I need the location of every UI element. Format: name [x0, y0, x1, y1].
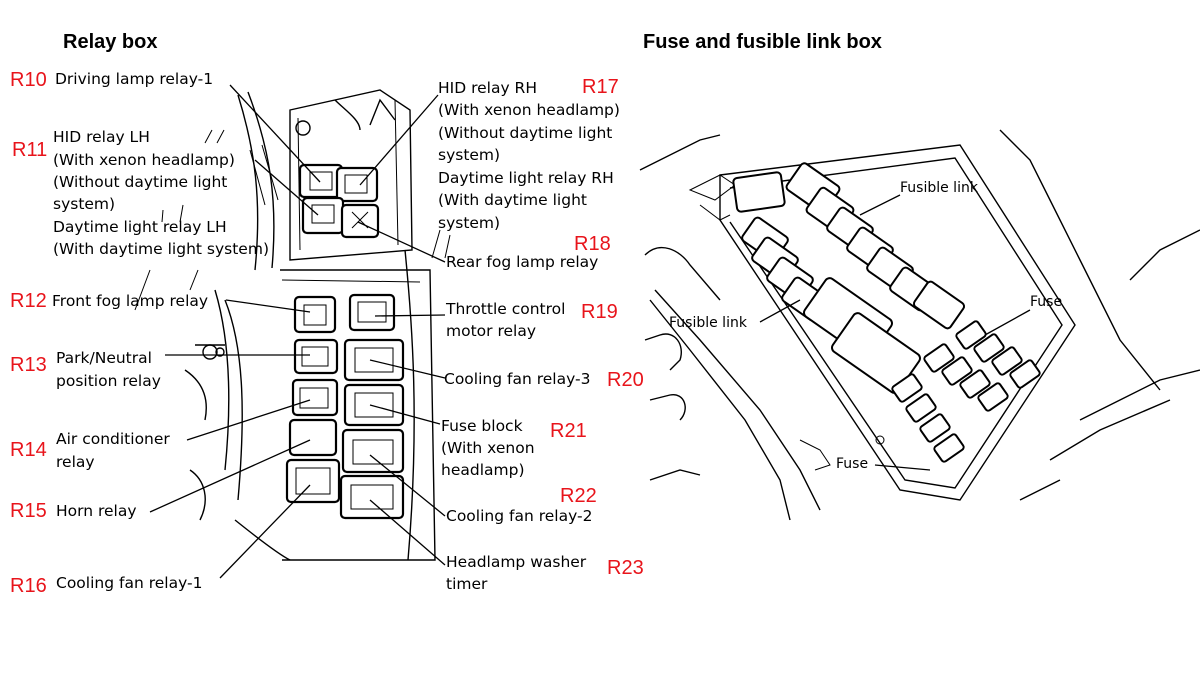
code-r23: R23 — [607, 557, 644, 579]
label-daytime-light-relay-lh: Daytime light relay LH — [53, 218, 227, 236]
code-r22: R22 — [560, 485, 597, 507]
label-daytime-rh-line3: system) — [438, 214, 500, 232]
label-fuse-block: Fuse block — [441, 417, 523, 435]
code-r17: R17 — [582, 76, 619, 98]
label-throttle-control: Throttle control — [445, 300, 565, 318]
label-daytime-light-relay-rh: Daytime light relay RH — [438, 169, 614, 187]
label-cooling-fan-relay-3: Cooling fan relay-3 — [444, 370, 590, 388]
label-horn-relay: Horn relay — [56, 502, 137, 520]
fuse-labels: Fusible link Fuse Fusible link Fuse — [669, 180, 1062, 472]
label-hid-relay-rh: HID relay RH — [438, 79, 537, 97]
label-hid-rh-line4: system) — [438, 146, 500, 164]
label-front-fog-lamp-relay: Front fog lamp relay — [52, 292, 208, 310]
label-driving-lamp-relay-1: Driving lamp relay-1 — [55, 70, 213, 88]
label-hid-lh-line2: (With xenon headlamp) — [53, 151, 235, 169]
label-cooling-fan-relay-2: Cooling fan relay-2 — [446, 507, 592, 525]
code-r14: R14 — [10, 439, 47, 461]
label-fuse-block-line2: (With xenon — [441, 439, 535, 457]
label-hid-rh-line2: (With xenon headlamp) — [438, 101, 620, 119]
label-air-conditioner-relay: relay — [56, 453, 95, 471]
label-timer: timer — [446, 575, 488, 593]
code-r15: R15 — [10, 500, 47, 522]
relay-leader-lines — [149, 84, 446, 579]
code-r19: R19 — [581, 301, 618, 323]
label-position-relay: position relay — [56, 372, 161, 390]
label-rear-fog-lamp-relay: Rear fog lamp relay — [446, 253, 598, 271]
label-fuse-right: Fuse — [1030, 294, 1062, 310]
label-air-conditioner: Air conditioner — [56, 430, 170, 448]
relay-box-title: Relay box — [63, 31, 157, 53]
label-fusible-link-left: Fusible link — [669, 315, 748, 331]
code-r21: R21 — [550, 420, 587, 442]
label-hid-lh-line4: system) — [53, 195, 115, 213]
code-r18: R18 — [574, 233, 611, 255]
label-cooling-fan-relay-1: Cooling fan relay-1 — [56, 574, 202, 592]
label-daytime-lh-line2: (With daytime light system) — [53, 240, 269, 258]
fuse-leader-lines — [759, 194, 1031, 471]
label-headlamp-washer: Headlamp washer — [446, 553, 587, 571]
relay-labels: R10 Driving lamp relay-1 R11 HID relay L… — [10, 69, 644, 597]
label-fuse-bottom: Fuse — [836, 456, 868, 472]
code-r16: R16 — [10, 575, 47, 597]
code-r11: R11 — [12, 139, 47, 161]
code-r20: R20 — [607, 369, 644, 391]
label-daytime-rh-line2: (With daytime light — [438, 191, 587, 209]
relay-box-drawing — [134, 89, 451, 561]
label-fusible-link-top: Fusible link — [900, 180, 979, 196]
code-r10: R10 — [10, 69, 47, 91]
code-r13: R13 — [10, 354, 47, 376]
fuse-box-title: Fuse and fusible link box — [643, 31, 882, 53]
fuse-box-drawing — [639, 129, 1200, 521]
label-fuse-block-line3: headlamp) — [441, 461, 525, 479]
label-hid-lh-line3: (Without daytime light — [53, 173, 227, 191]
label-motor-relay: motor relay — [446, 322, 536, 340]
label-hid-rh-line3: (Without daytime light — [438, 124, 612, 142]
label-hid-relay-lh: HID relay LH — [53, 128, 150, 146]
code-r12: R12 — [10, 290, 47, 312]
label-park-neutral: Park/Neutral — [56, 349, 152, 367]
